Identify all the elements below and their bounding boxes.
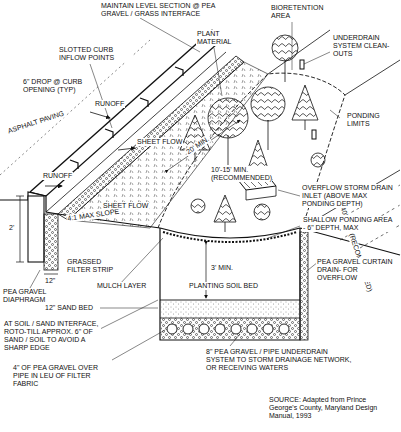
callout-label: MULCH LAYER bbox=[96, 282, 147, 290]
callout-label: GRASSED FILTER STRIP bbox=[66, 258, 120, 274]
callout-label: OVERFLOW STORM DRAIN INLET (ABOVE MAX PO… bbox=[301, 184, 398, 208]
callout-label: SHALLOW PONDING AREA - 6" DEPTH, MAX bbox=[302, 216, 394, 232]
callout-label: PONDING LIMITS bbox=[346, 112, 392, 128]
callout-label: 10'-15' MIN. (RECOMMENDED) bbox=[210, 166, 272, 182]
callout-label: AT SOIL / SAND INTERFACE, ROTO-TILL APPR… bbox=[3, 320, 101, 352]
callout-label: ASPHALT PAVING bbox=[6, 109, 66, 135]
callout-label: MAINTAIN LEVEL SECTION @ PEA GRAVEL / GR… bbox=[100, 2, 224, 18]
callout-label: SLOTTED CURB INFLOW POINTS bbox=[58, 46, 132, 62]
callout-label: 12" bbox=[44, 277, 56, 285]
callout-label: PLANT MATERIAL bbox=[196, 30, 238, 46]
callout-label: SHEET FLOW bbox=[136, 138, 183, 146]
callout-label: SOURCE: Adapted from Prince George's Cou… bbox=[268, 396, 390, 420]
callout-label: 8" PEA GRAVEL / PIPE UNDERDRAIN SYSTEM T… bbox=[205, 348, 357, 372]
callout-label: 4" OF PEA GRAVEL OVER PIPE IN LEU OF FIL… bbox=[12, 364, 114, 388]
callout-label: BIORETENTION AREA bbox=[270, 4, 322, 20]
callout-label: PLANTING SOIL BED bbox=[188, 282, 259, 290]
callout-label: 12" SAND BED bbox=[44, 304, 94, 312]
callout-label: PEA GRAVEL DIAPHRAGM bbox=[2, 288, 54, 304]
callout-label: 2' bbox=[8, 224, 15, 232]
callout-label: UNDERDRAIN SYSTEM CLEAN-OUTS bbox=[332, 34, 396, 58]
callout-label: 3' MIN. bbox=[210, 264, 234, 272]
callout-label: 6" DROP @ CURB OPENING (TYP) bbox=[22, 78, 90, 94]
callout-label: PEA GRAVEL CURTAIN DRAIN- FOR OVERFLOW bbox=[316, 258, 398, 282]
callout-label: RUNOFF bbox=[42, 172, 73, 180]
callout-label: RUNOFF bbox=[94, 100, 125, 108]
